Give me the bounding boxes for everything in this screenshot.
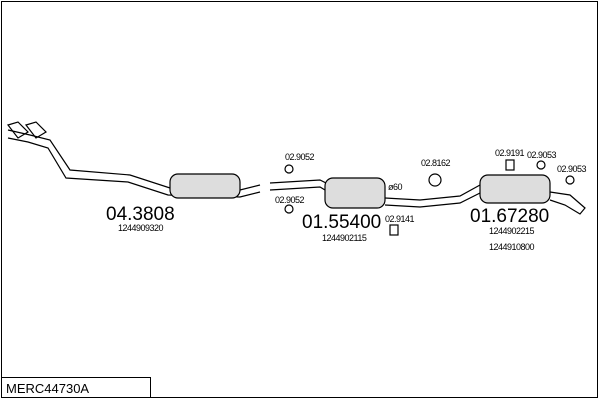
diameter-label: ø60 xyxy=(388,182,403,192)
catalytic-converter xyxy=(169,173,241,199)
hanger-icon xyxy=(428,173,442,187)
oe-number: 1244909320 xyxy=(118,223,164,233)
part-number: 01.55400 xyxy=(302,212,381,233)
hanger-icon xyxy=(505,159,515,171)
rear-silencer xyxy=(479,174,551,204)
tail-pipe xyxy=(549,191,586,215)
hanger-icon xyxy=(284,204,294,214)
connecting-pipe xyxy=(384,184,483,208)
accessory-number: 02.9053 xyxy=(527,150,557,160)
hanger-icon xyxy=(284,164,294,174)
reference-label: MERC44730A xyxy=(1,377,151,398)
oe-number: 1244902115 xyxy=(322,233,367,243)
hanger-icon xyxy=(565,175,575,185)
accessory-number: 02.9141 xyxy=(385,214,415,224)
oe-number: 1244910800 xyxy=(489,242,535,252)
accessory-number: 02.8162 xyxy=(421,158,451,168)
middle-silencer xyxy=(324,177,386,209)
oe-number: 1244902215 xyxy=(489,226,535,236)
hanger-icon xyxy=(536,160,546,170)
accessory-number: 02.9052 xyxy=(285,152,315,162)
accessory-number: 02.9053 xyxy=(557,164,587,174)
flange-icon xyxy=(6,121,47,139)
part-number: 01.67280 xyxy=(470,206,549,227)
accessory-number: 02.9191 xyxy=(495,148,525,158)
part-number: 04.3808 xyxy=(106,204,175,225)
hanger-icon xyxy=(389,224,399,236)
accessory-number: 02.9052 xyxy=(275,195,305,205)
